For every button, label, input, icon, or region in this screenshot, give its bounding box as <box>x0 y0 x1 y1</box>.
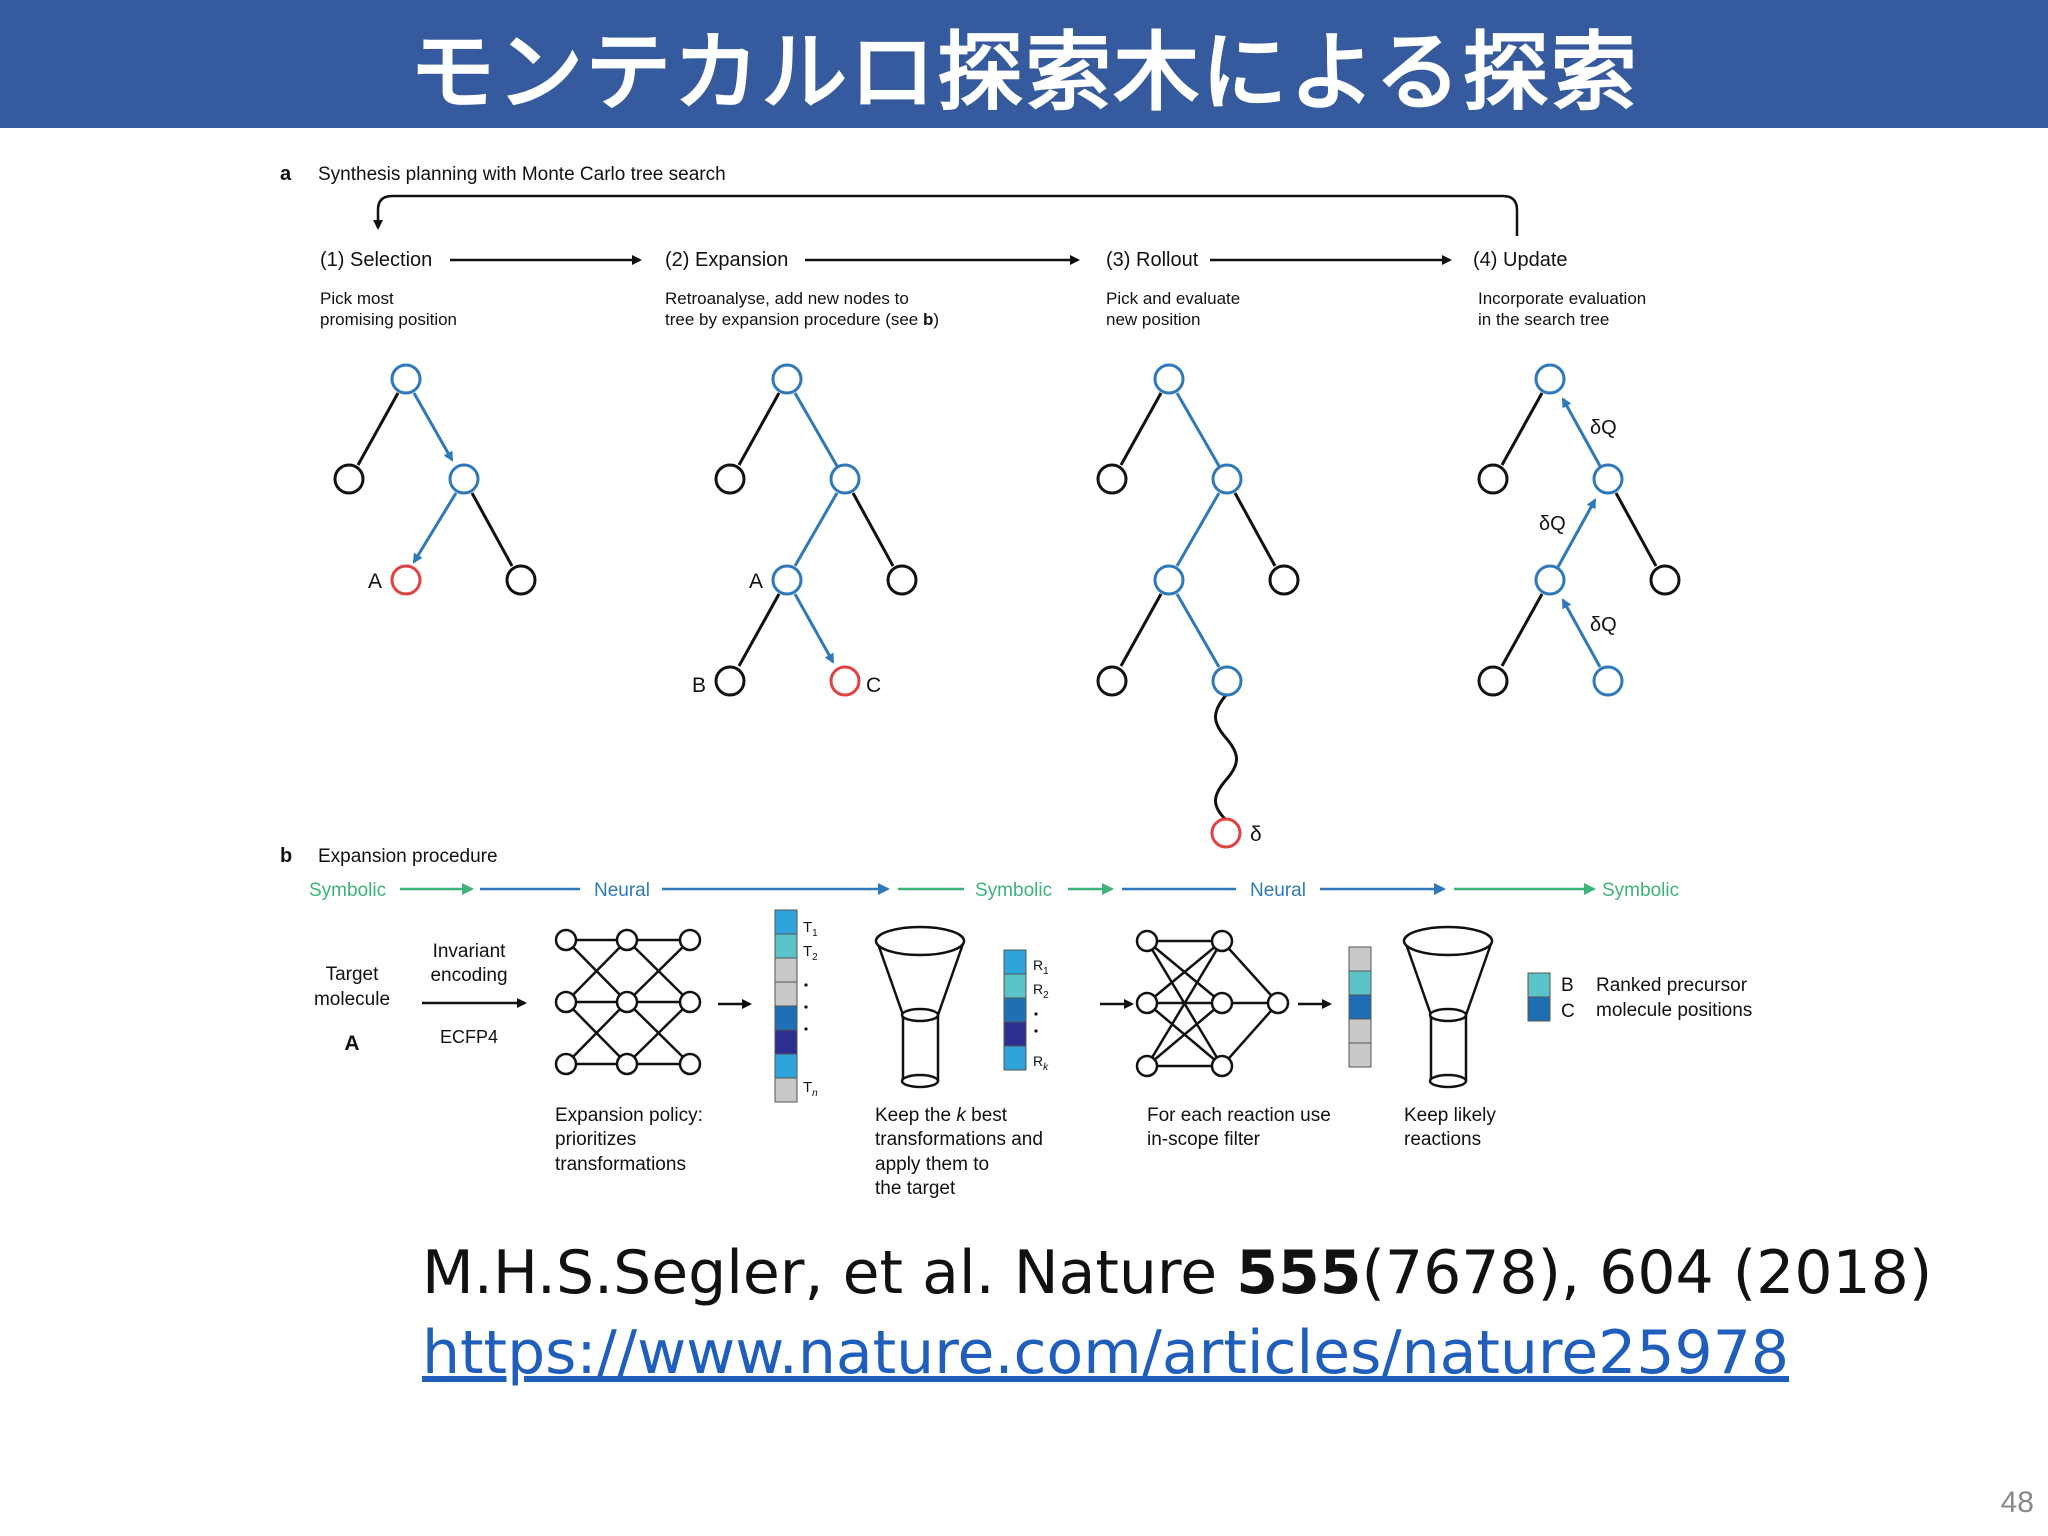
tn-label: Tn <box>803 1079 818 1099</box>
node-label-a1: A <box>368 570 382 593</box>
policy-network <box>554 928 702 1076</box>
panel-a-letter: a <box>280 163 292 185</box>
stage-symbolic-1: Symbolic <box>309 880 386 901</box>
caption-policy-2: prioritizes <box>555 1129 636 1150</box>
ranked-text-2: molecule positions <box>1596 1000 1752 1021</box>
r-ellipsis <box>1034 1012 1038 1033</box>
citation: M.H.S.Segler, et al. Nature 555(7678), 6… <box>422 1238 1932 1308</box>
encoding-label-2: encoding <box>430 965 507 986</box>
caption-keep-k-2: transformations and <box>875 1129 1043 1150</box>
update-loop-arrow <box>373 194 1519 236</box>
step-selection-desc1: Pick most <box>320 289 394 308</box>
expansion-tree <box>714 363 918 697</box>
target-label-2: molecule <box>314 989 390 1010</box>
page-number: 48 <box>2000 1486 2034 1519</box>
caption-keep-k-4: the target <box>875 1178 956 1199</box>
step-expansion-desc1: Retroanalyse, add new nodes to <box>665 289 909 308</box>
step-rollout-desc2: new position <box>1106 310 1201 329</box>
step-rollout-desc1: Pick and evaluate <box>1106 289 1240 308</box>
mcts-figure: a Synthesis planning with Monte Carlo tr… <box>280 163 1752 1199</box>
target-letter: A <box>344 1032 359 1055</box>
citation-volume: 555 <box>1236 1238 1362 1308</box>
encoding-label-1: Invariant <box>433 941 507 962</box>
caption-keep-likely-2: reactions <box>1404 1129 1481 1150</box>
caption-filter-1: For each reaction use <box>1147 1105 1331 1126</box>
step-selection-title: (1) Selection <box>320 249 432 271</box>
funnel-2 <box>1402 925 1494 1089</box>
ranked-text-1: Ranked precursor <box>1596 975 1748 996</box>
node-label-b: B <box>692 674 706 697</box>
step-update-title: (4) Update <box>1473 249 1568 271</box>
r2-label: R2 <box>1033 981 1049 1001</box>
t-ellipsis <box>804 983 808 1031</box>
ecfp-label: ECFP4 <box>440 1027 498 1047</box>
funnel-1 <box>874 925 966 1089</box>
update-dq-label-2: δQ <box>1539 513 1566 535</box>
step-expansion-title: (2) Expansion <box>665 249 788 271</box>
filtered-scores <box>1348 946 1372 1068</box>
caption-keep-likely-1: Keep likely <box>1404 1105 1496 1126</box>
update-dq-label-3: δQ <box>1590 614 1617 636</box>
rollout-delta-label: δ <box>1250 823 1262 846</box>
rollout-tree <box>1096 363 1300 849</box>
target-label-1: Target <box>326 964 380 985</box>
step-update-desc2: in the search tree <box>1478 310 1609 329</box>
filter-network <box>1135 929 1290 1078</box>
update-dq-label-1: δQ <box>1590 417 1617 439</box>
t2-label: T2 <box>803 943 818 963</box>
update-tree <box>1477 363 1681 697</box>
ranked-swatch-b <box>1527 972 1551 998</box>
ranked-label-b: B <box>1561 975 1574 996</box>
reaction-scores <box>1003 949 1027 1071</box>
panel-a-heading: Synthesis planning with Monte Carlo tree… <box>318 164 726 185</box>
stage-symbolic-3: Symbolic <box>1602 880 1679 901</box>
r1-label: R1 <box>1033 957 1049 977</box>
title-bar: モンテカルロ探索木による探索 <box>0 0 2048 128</box>
step-expansion-desc2: tree by expansion procedure (see b) <box>665 310 939 329</box>
caption-filter-2: in-scope filter <box>1147 1129 1261 1150</box>
stage-symbolic-2: Symbolic <box>975 880 1052 901</box>
node-label-c: C <box>866 674 881 697</box>
t1-label: T1 <box>803 919 818 939</box>
caption-policy-3: transformations <box>555 1154 686 1175</box>
caption-policy-1: Expansion policy: <box>555 1105 703 1126</box>
panel-b-heading: Expansion procedure <box>318 846 498 867</box>
citation-authors: M.H.S.Segler, et al. Nature <box>422 1238 1237 1308</box>
article-link[interactable]: https://www.nature.com/articles/nature25… <box>422 1318 1790 1388</box>
caption-keep-k-1: Keep the k best <box>875 1105 1008 1126</box>
step-rollout-title: (3) Rollout <box>1106 249 1199 271</box>
node-label-a2: A <box>749 570 763 593</box>
stage-neural-1: Neural <box>594 880 650 901</box>
citation-issue-pages: (7678), 604 (2018) <box>1361 1238 1933 1308</box>
panel-b-letter: b <box>280 845 292 867</box>
selection-tree <box>333 363 537 596</box>
slide-title: モンテカルロ探索木による探索 <box>409 22 1639 123</box>
ranked-swatch-c <box>1527 996 1551 1022</box>
ranked-label-c: C <box>1561 1001 1575 1022</box>
rk-label: Rk <box>1033 1053 1049 1073</box>
step-selection-desc2: promising position <box>320 310 457 329</box>
transformation-scores <box>774 909 798 1103</box>
stage-neural-2: Neural <box>1250 880 1306 901</box>
step-update-desc1: Incorporate evaluation <box>1478 289 1646 308</box>
caption-keep-k-3: apply them to <box>875 1154 989 1175</box>
